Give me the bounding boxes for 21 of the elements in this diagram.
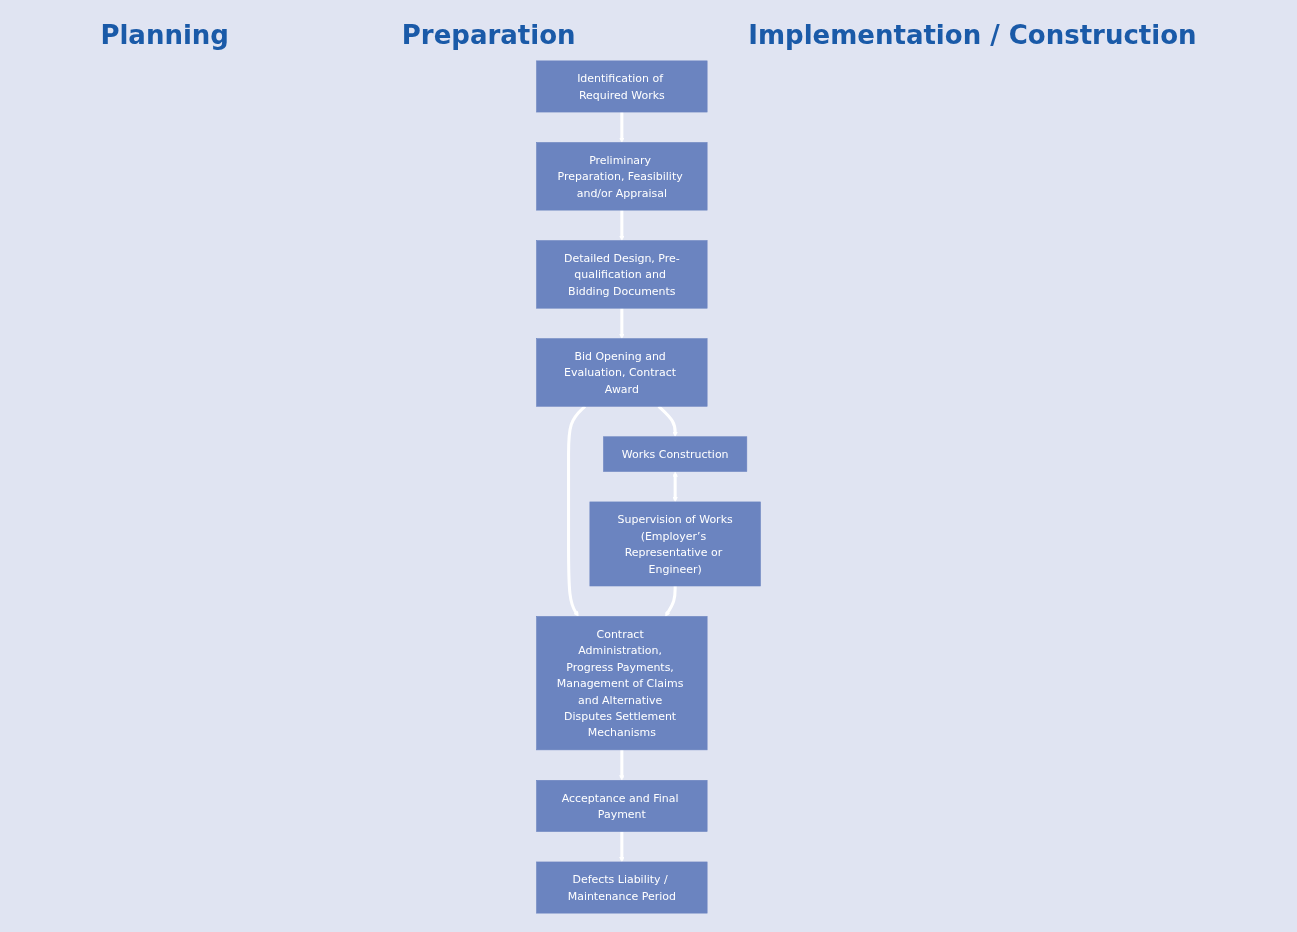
column-heading: Planning [100, 20, 229, 50]
node-box: Defects Liability / Maintenance Period [536, 861, 708, 914]
node-box: Identification of Required Works [536, 60, 708, 113]
arrow [619, 210, 625, 241]
column-heading: Implementation / Construction [748, 20, 1197, 50]
arrow [672, 471, 678, 503]
node-box: Supervision of Works (Employer’s Representative or Engineer) [589, 501, 761, 587]
node-box: Contract Administration, Progress Payments, Management of Claims and Alternative Disputes Settlement Mechanisms [536, 616, 708, 751]
node-box: Works Construction [603, 436, 748, 472]
arrow [619, 749, 625, 781]
arrow [665, 586, 677, 617]
arrow [619, 112, 625, 143]
node-box: Detailed Design, Pre-qualification and Bidding Documents [536, 240, 708, 309]
node-box: Acceptance and Final Payment [536, 780, 708, 832]
node-box: Bid Opening and Evaluation, Contract Award [536, 338, 708, 407]
arrow [619, 831, 625, 863]
arrow [619, 308, 625, 339]
column-heading: Preparation [401, 20, 576, 50]
node-box: Preliminary Preparation, Feasibility and/or Appraisal [536, 142, 708, 211]
arrow [657, 405, 678, 437]
arrow [567, 405, 587, 617]
